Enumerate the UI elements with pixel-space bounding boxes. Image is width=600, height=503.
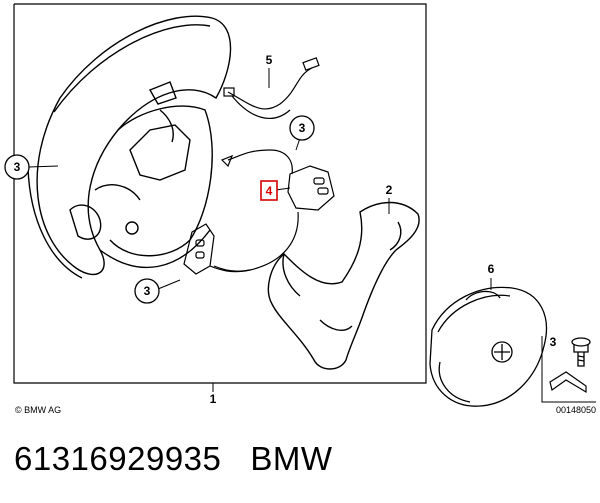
cable-assembly <box>223 57 320 119</box>
label-1: 1 <box>210 392 217 406</box>
label-5: 5 <box>266 53 273 67</box>
arrow-symbol <box>549 371 587 394</box>
label-2: 2 <box>386 183 393 197</box>
label-4: 4 <box>266 184 273 198</box>
label-3-module: 3 <box>144 284 151 298</box>
left-switch <box>183 223 251 275</box>
label-3-cable: 3 <box>299 121 306 135</box>
callout-3-left: 3 <box>4 154 30 180</box>
callout-3-cable: 3 <box>289 115 315 141</box>
label-3-screw: 3 <box>550 335 557 349</box>
legend-box <box>541 336 596 403</box>
label-6: 6 <box>488 262 495 276</box>
brand-name: BMW <box>250 440 333 477</box>
steering-wheel <box>27 15 232 279</box>
label-3-left: 3 <box>14 160 21 174</box>
drawing-frame <box>13 3 427 384</box>
highlight-4: 4 <box>260 180 278 201</box>
part-number: 61316929935 <box>14 440 222 477</box>
trim-cover <box>267 201 420 370</box>
switch-module <box>209 149 335 273</box>
screw <box>571 337 591 367</box>
part-caption: 61316929935 BMW <box>14 440 333 478</box>
airbag-module <box>429 286 548 407</box>
copyright-text: © BMW AG <box>15 405 61 415</box>
highlight-box <box>260 180 278 201</box>
leader-lines <box>28 68 492 392</box>
drawing-number: 00148050 <box>556 405 596 415</box>
callout-3-module: 3 <box>134 278 160 304</box>
